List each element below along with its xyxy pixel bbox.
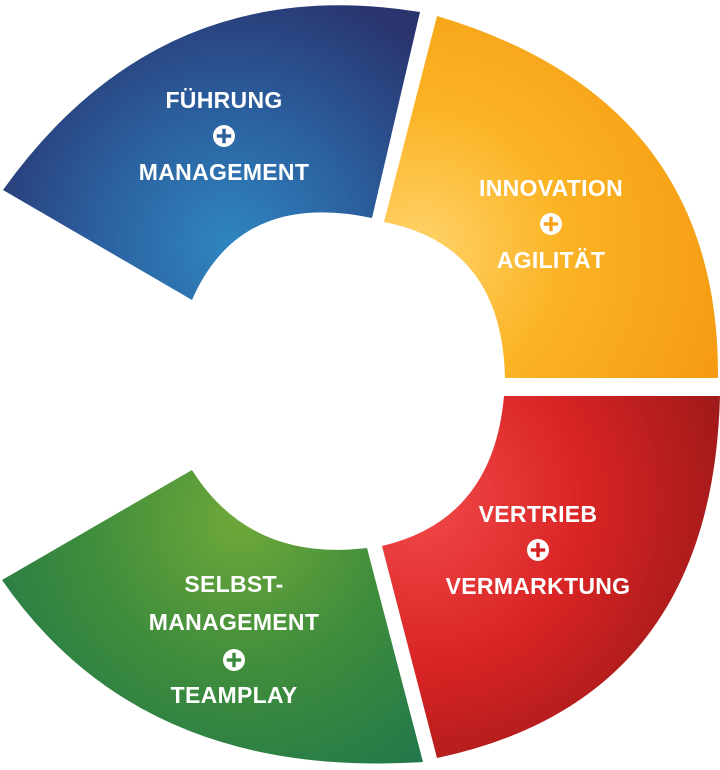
segment-fuehrung bbox=[3, 5, 420, 301]
label-vertrieb-line-2: VERMARKTUNG bbox=[446, 573, 631, 599]
label-innovation-line-1: INNOVATION bbox=[479, 175, 623, 201]
plus-icon bbox=[213, 125, 235, 147]
label-selbstmanagement-line-1: SELBST- bbox=[184, 571, 283, 597]
label-fuehrung-line-1: FÜHRUNG bbox=[165, 87, 282, 113]
segment-selbstmanagement bbox=[2, 470, 423, 764]
label-selbstmanagement: SELBST- MANAGEMENT TEAMPLAY bbox=[149, 571, 319, 708]
label-vertrieb: VERTRIEB VERMARKTUNG bbox=[446, 501, 631, 599]
label-selbstmanagement-line-2: MANAGEMENT bbox=[149, 609, 319, 635]
label-fuehrung-line-2: MANAGEMENT bbox=[139, 159, 309, 185]
segment-innovation bbox=[384, 16, 719, 378]
plus-icon bbox=[527, 539, 549, 561]
label-vertrieb-line-1: VERTRIEB bbox=[479, 501, 598, 527]
label-innovation: INNOVATION AGILITÄT bbox=[479, 175, 623, 273]
plus-icon bbox=[540, 213, 562, 235]
label-selbstmanagement-line-3: TEAMPLAY bbox=[171, 682, 298, 708]
label-fuehrung: FÜHRUNG MANAGEMENT bbox=[139, 87, 309, 185]
segment-vertrieb bbox=[382, 396, 720, 758]
label-innovation-line-2: AGILITÄT bbox=[497, 247, 605, 273]
plus-icon bbox=[223, 649, 245, 671]
